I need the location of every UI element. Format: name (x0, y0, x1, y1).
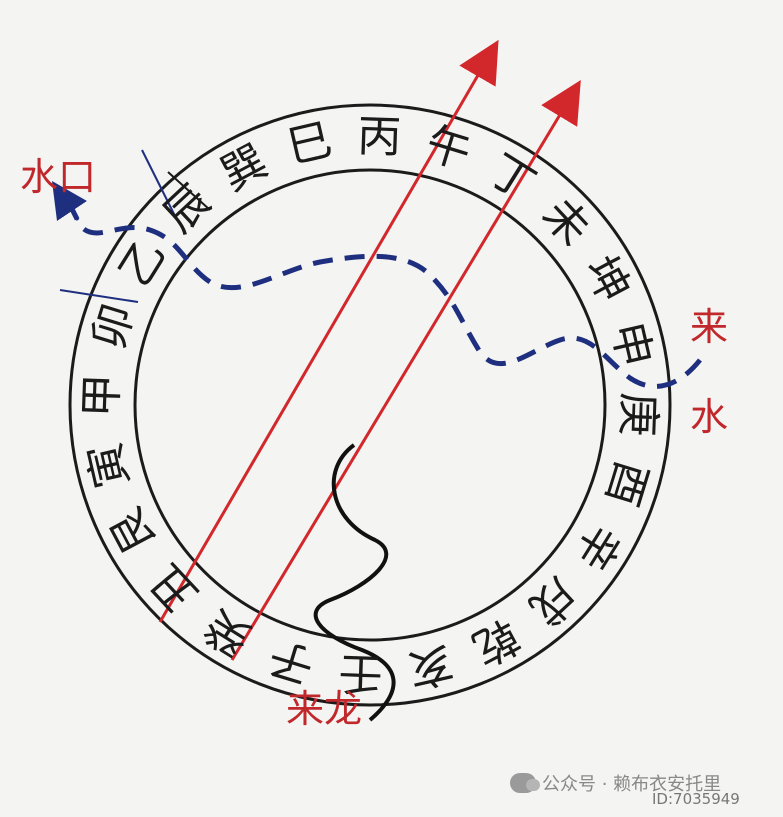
ring-character: 庚 (612, 392, 665, 438)
ring-character: 丙 (357, 111, 403, 164)
separator-line-2 (141, 149, 177, 219)
outer-ring (68, 103, 672, 707)
watermark-text: 公众号 · 赖布衣安托里 (542, 774, 722, 795)
incoming-water-label-2: 水 (690, 395, 728, 439)
water-flow-path (67, 203, 702, 389)
water-outlet-arrow (52, 181, 87, 221)
ring-character: 午 (420, 118, 477, 180)
separator-line-1 (59, 289, 139, 303)
ring-character: 子 (263, 630, 320, 692)
watermark: 公众号 · 赖布衣安托里 (510, 770, 721, 796)
incoming-water-label-1: 来 (690, 305, 728, 349)
incoming-dragon-label: 来龙 (286, 687, 362, 731)
ring-character: 甲 (76, 373, 129, 419)
ring-character: 寅 (79, 438, 139, 492)
ring-characters: 巽巳丙午丁未坤申庚酉辛戌乾亥壬子癸丑艮寅甲卯乙辰 (76, 111, 664, 699)
dragon-path (313, 443, 396, 722)
red-direction-line-1 (158, 39, 499, 623)
ring-character: 酉 (595, 455, 657, 512)
ring-character: 壬 (338, 647, 384, 700)
ring-character: 亥 (403, 636, 457, 696)
separator-line-3 (167, 171, 211, 211)
watermark-id: ID:7035949 (652, 790, 740, 808)
ring-character: 卯 (83, 298, 145, 355)
red-direction-line-2 (230, 80, 581, 661)
ring-character: 巳 (283, 114, 337, 174)
ring-character: 申 (601, 318, 661, 372)
inner-ring (133, 168, 607, 642)
wechat-icon (510, 773, 540, 793)
water-outlet-label: 水口 (20, 155, 96, 199)
